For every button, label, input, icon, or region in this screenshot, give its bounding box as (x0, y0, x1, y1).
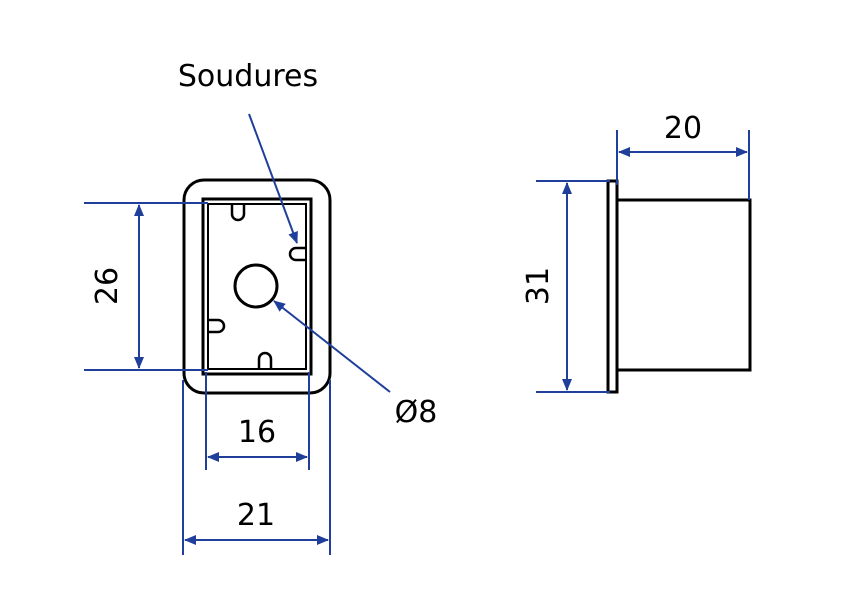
hole-diameter-leader (273, 300, 391, 393)
front-height-dimension: 26 (84, 202, 208, 371)
side-view (606, 179, 752, 394)
weld-spot-right (288, 246, 305, 262)
center-hole (233, 263, 279, 309)
inner-width-dimension: 16 (205, 372, 310, 470)
front-outer-outline (182, 178, 332, 395)
welds-leader (248, 113, 298, 244)
side-body (615, 198, 752, 372)
weld-spot-left (209, 318, 226, 334)
hole-diameter-label: Ø8 (395, 395, 438, 430)
front-inner-outline-2 (207, 203, 307, 370)
side-height-value: 31 (521, 267, 556, 305)
weld-spot-bottom (257, 351, 273, 368)
outer-width-value: 21 (237, 498, 275, 533)
inner-width-value: 16 (238, 415, 276, 450)
weld-spot-top-left (230, 205, 246, 222)
front-inner-outline (201, 197, 313, 376)
side-height-dimension: 31 (521, 180, 610, 393)
front-view (182, 178, 332, 395)
side-depth-dimension: 20 (616, 111, 750, 200)
outer-width-dimension: 21 (182, 380, 331, 555)
welds-label: Soudures (178, 59, 318, 94)
side-depth-value: 20 (664, 111, 702, 146)
front-height-value: 26 (90, 267, 125, 305)
